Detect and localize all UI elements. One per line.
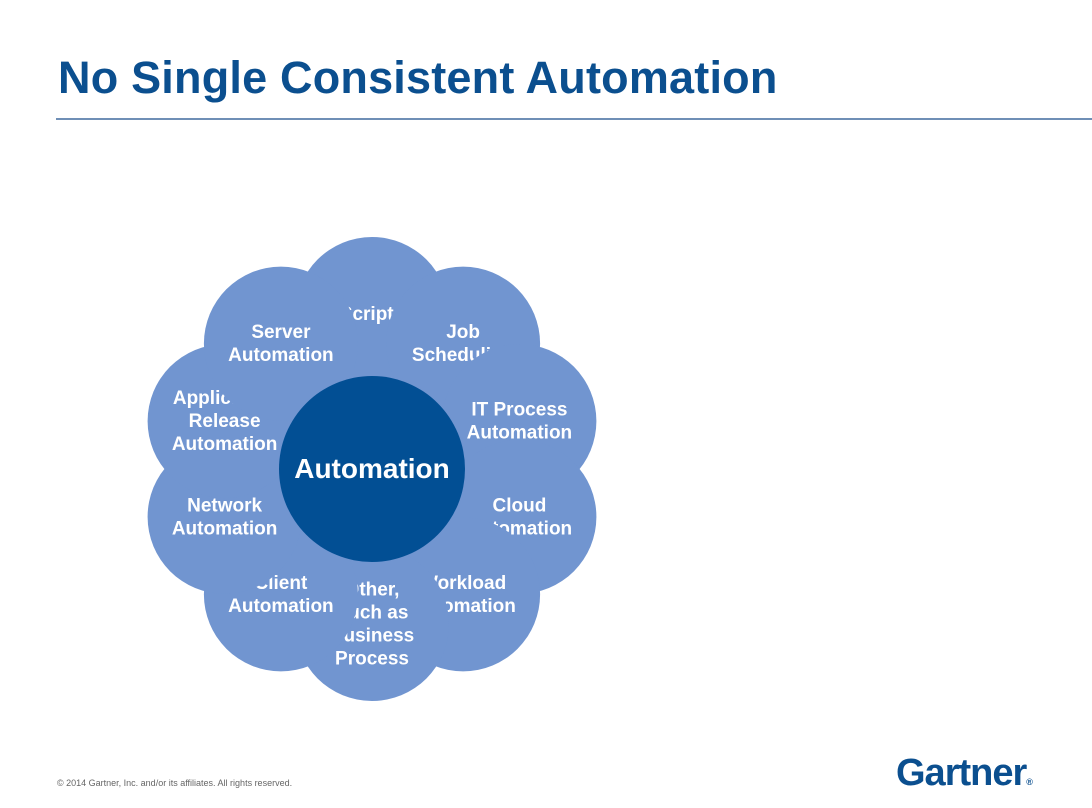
title-divider [56, 118, 1092, 120]
registered-mark: ® [1026, 777, 1033, 787]
node-label-line: Business [330, 626, 414, 647]
center-node: Automation [279, 376, 465, 562]
node-label-line: Cloud [492, 495, 546, 516]
slide-title: No Single Consistent Automation [58, 52, 778, 103]
node-label-line: Automation [467, 423, 573, 444]
node-label-line: Network [187, 495, 262, 516]
node-label-line: Release [189, 411, 261, 432]
node-label-line: Automation [228, 596, 334, 617]
node-label-line: IT Process [471, 400, 567, 421]
node-label-line: Workload [420, 573, 506, 594]
node-label-line: Process [335, 649, 409, 670]
copyright-text: © 2014 Gartner, Inc. and/or its affiliat… [57, 778, 293, 788]
node-label: Scripts [340, 304, 404, 325]
node-label-line: Job [446, 322, 480, 343]
center-circle [279, 376, 465, 562]
node-label-line: Scripts [340, 304, 404, 325]
node-label-line: Server [251, 322, 311, 343]
gartner-logo: Gartner® [896, 752, 1033, 795]
node-label-line: Other, [345, 580, 400, 601]
node-label-line: Automation [172, 518, 278, 539]
node-label-line: Automation [172, 434, 278, 455]
node-label-line: Automation [228, 345, 334, 366]
center-label: Automation [294, 453, 450, 484]
node-circle [203, 266, 358, 421]
logo-text: Gartner [896, 752, 1027, 794]
